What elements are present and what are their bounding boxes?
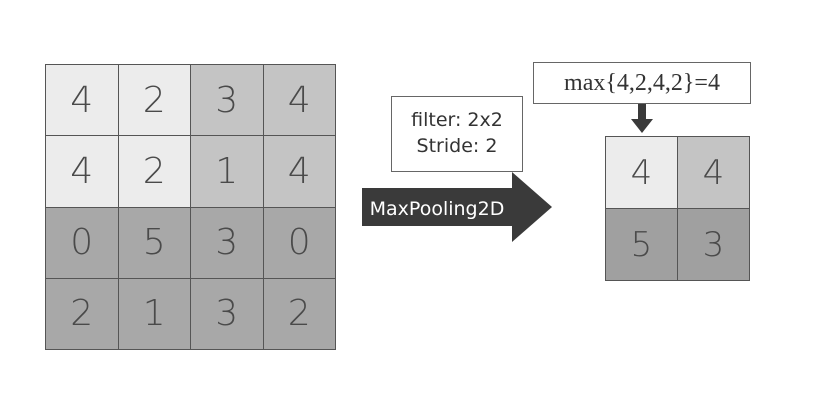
input-cell-r2c3: 1 bbox=[191, 136, 263, 207]
filter-settings-box: filter: 2x2 Stride: 2 bbox=[391, 96, 523, 172]
max-annotation-box: max{4,2,4,2}=4 bbox=[533, 62, 751, 104]
stride-label: Stride: 2 bbox=[416, 135, 498, 157]
output-matrix: 4 4 5 3 bbox=[605, 136, 750, 281]
maxpooling-label: MaxPooling2D bbox=[370, 198, 505, 220]
input-cell-r3c1: 0 bbox=[46, 207, 118, 278]
input-cell-r1c1: 4 bbox=[46, 65, 118, 136]
input-cell-r2c2: 2 bbox=[118, 136, 190, 207]
filter-size-label: filter: 2x2 bbox=[411, 109, 503, 132]
output-cell-r1c1: 4 bbox=[606, 137, 677, 208]
input-matrix: 4 2 3 4 4 2 1 4 0 5 3 0 2 1 3 2 bbox=[45, 64, 336, 350]
input-cell-r4c3: 3 bbox=[191, 278, 263, 349]
input-cell-r4c1: 2 bbox=[46, 278, 118, 349]
input-cell-r3c3: 3 bbox=[191, 207, 263, 278]
output-cell-r2c1: 5 bbox=[606, 209, 677, 280]
down-arrow-icon bbox=[631, 104, 653, 133]
input-cell-r1c2: 2 bbox=[118, 65, 190, 136]
output-cell-r1c2: 4 bbox=[678, 137, 749, 208]
input-cell-r2c1: 4 bbox=[46, 136, 118, 207]
max-annotation-text: max{4,2,4,2}=4 bbox=[564, 69, 720, 96]
input-cell-r4c2: 1 bbox=[118, 278, 190, 349]
input-cell-r3c4: 0 bbox=[263, 207, 335, 278]
output-cell-r2c2: 3 bbox=[678, 209, 749, 280]
input-cell-r4c4: 2 bbox=[263, 278, 335, 349]
input-cell-r2c4: 4 bbox=[263, 136, 335, 207]
input-cell-r3c2: 5 bbox=[118, 207, 190, 278]
maxpooling-arrow: MaxPooling2D bbox=[362, 172, 552, 242]
input-cell-r1c4: 4 bbox=[263, 65, 335, 136]
arrow-shape bbox=[362, 172, 552, 242]
input-cell-r1c3: 3 bbox=[191, 65, 263, 136]
